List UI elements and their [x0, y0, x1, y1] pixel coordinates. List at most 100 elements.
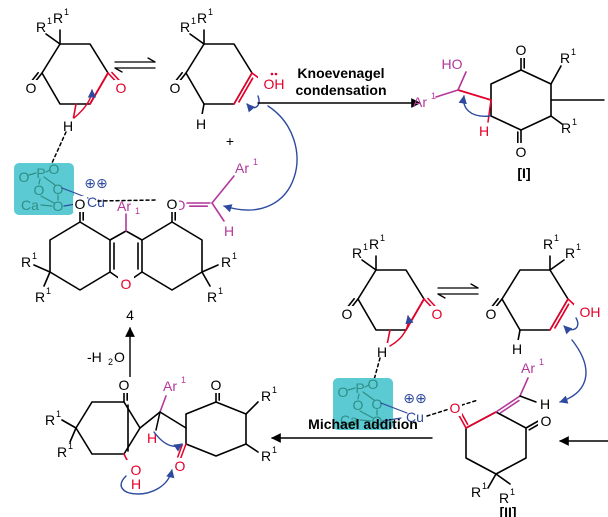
superscript-label: 1: [482, 481, 487, 491]
r1-label: R: [57, 444, 67, 460]
superscript-label: 1: [32, 251, 37, 261]
compound-number: 4: [126, 307, 134, 323]
superscript-label: 1: [47, 16, 52, 26]
atom-label: O: [338, 384, 349, 400]
atom-label: O: [19, 169, 30, 185]
superscript-label: 1: [253, 157, 258, 167]
curved-arrow-icon: [458, 95, 491, 117]
atom-label: O: [372, 413, 383, 429]
atom-label: Ca: [21, 197, 39, 213]
atom-label: Ca: [340, 412, 358, 428]
charge-label: ⊕⊕: [84, 175, 107, 191]
superscript-label: 1: [218, 286, 223, 296]
superscript-label: 1: [571, 47, 576, 57]
r1-label: R: [499, 490, 509, 506]
curved-arrow-icon: [223, 105, 298, 213]
intermediate-label: [II]: [499, 504, 516, 517]
superscript-label: 1: [380, 233, 385, 243]
atom-label: OH: [580, 304, 601, 320]
curved-arrow-icon: [246, 95, 260, 113]
ar1-label: Ar: [163, 378, 177, 394]
atom-label: O: [368, 376, 379, 392]
atom-label: O: [486, 306, 497, 322]
superscript-label: 1: [431, 91, 436, 101]
r1-label: R: [207, 289, 217, 305]
step-label: Knoevenagel: [297, 65, 384, 81]
atom-label: P: [355, 380, 364, 396]
curved-arrow-icon: [563, 317, 579, 335]
r1-label: R: [21, 254, 31, 270]
plus-sign: +: [226, 133, 234, 149]
atom-label: H: [196, 116, 206, 132]
atom-label: O: [175, 458, 186, 474]
copper-label: Cu: [87, 194, 105, 210]
atom-label: H: [377, 344, 387, 360]
atom-label: H: [147, 430, 157, 446]
step-label: condensation: [295, 82, 386, 98]
r1-label: R: [261, 388, 271, 404]
r1-label: R: [543, 236, 553, 252]
superscript-label: 1: [46, 286, 51, 296]
atom-label: O: [26, 80, 37, 96]
equilibrium-arrows-icon: [114, 57, 156, 73]
atom-label: H: [512, 341, 522, 357]
superscript-label: 1: [272, 385, 277, 395]
charge-label: ⊕⊕: [403, 390, 426, 406]
superscript-label: 1: [181, 375, 186, 385]
r1-label: R: [35, 289, 45, 305]
r1-label: R: [565, 245, 575, 261]
atom-label: O: [75, 196, 86, 212]
r1-label: R: [36, 19, 46, 35]
r1-label: R: [369, 236, 379, 252]
equilibrium-arrows-icon: [437, 283, 479, 299]
aldehyde-reactant: O Ar 1 H: [175, 105, 298, 239]
atom-label: P: [36, 165, 45, 181]
atom-label: O: [119, 377, 130, 393]
r1-label: R: [352, 245, 362, 261]
superscript-label: 1: [554, 233, 559, 243]
catalyst-support-box: [333, 378, 393, 430]
atom-label: O: [131, 462, 142, 478]
ar1-label: Ar: [117, 198, 131, 214]
atom-label: O: [170, 80, 181, 96]
copper-label: Cu: [406, 409, 424, 425]
ar1-label: Ar: [235, 160, 249, 176]
atom-label: O: [211, 377, 222, 393]
atom-label: O: [175, 197, 186, 213]
atom-label: O: [53, 198, 64, 214]
superscript-label: 1: [232, 251, 237, 261]
atom-label: O: [432, 306, 443, 322]
atom-label: H: [131, 476, 141, 492]
water-label: -H: [87, 349, 102, 365]
r1-label: R: [471, 484, 481, 500]
water-label: O: [114, 349, 125, 365]
superscript-label: 1: [68, 441, 73, 451]
superscript-label: 1: [208, 7, 213, 17]
atom-label: O: [342, 306, 353, 322]
atom-label: O: [34, 182, 45, 198]
superscript-label: 1: [572, 117, 577, 127]
atom-label: O: [121, 276, 132, 292]
superscript-label: 1: [363, 242, 368, 252]
atom-label: O: [116, 80, 127, 96]
r1-label: R: [221, 254, 231, 270]
r1-label: R: [53, 10, 63, 26]
r1-label: R: [560, 50, 570, 66]
atom-label: H: [540, 396, 550, 412]
r1-label: R: [180, 19, 190, 35]
ar1-label: Ar: [521, 360, 535, 376]
catalyst-support-box: [14, 163, 74, 215]
atom-label: O: [541, 413, 552, 429]
atom-label: O: [450, 400, 461, 416]
water-sub: 2: [108, 357, 113, 367]
r1-label: R: [197, 10, 207, 26]
atom-label: H: [479, 123, 489, 139]
atom-label: O: [372, 396, 383, 412]
